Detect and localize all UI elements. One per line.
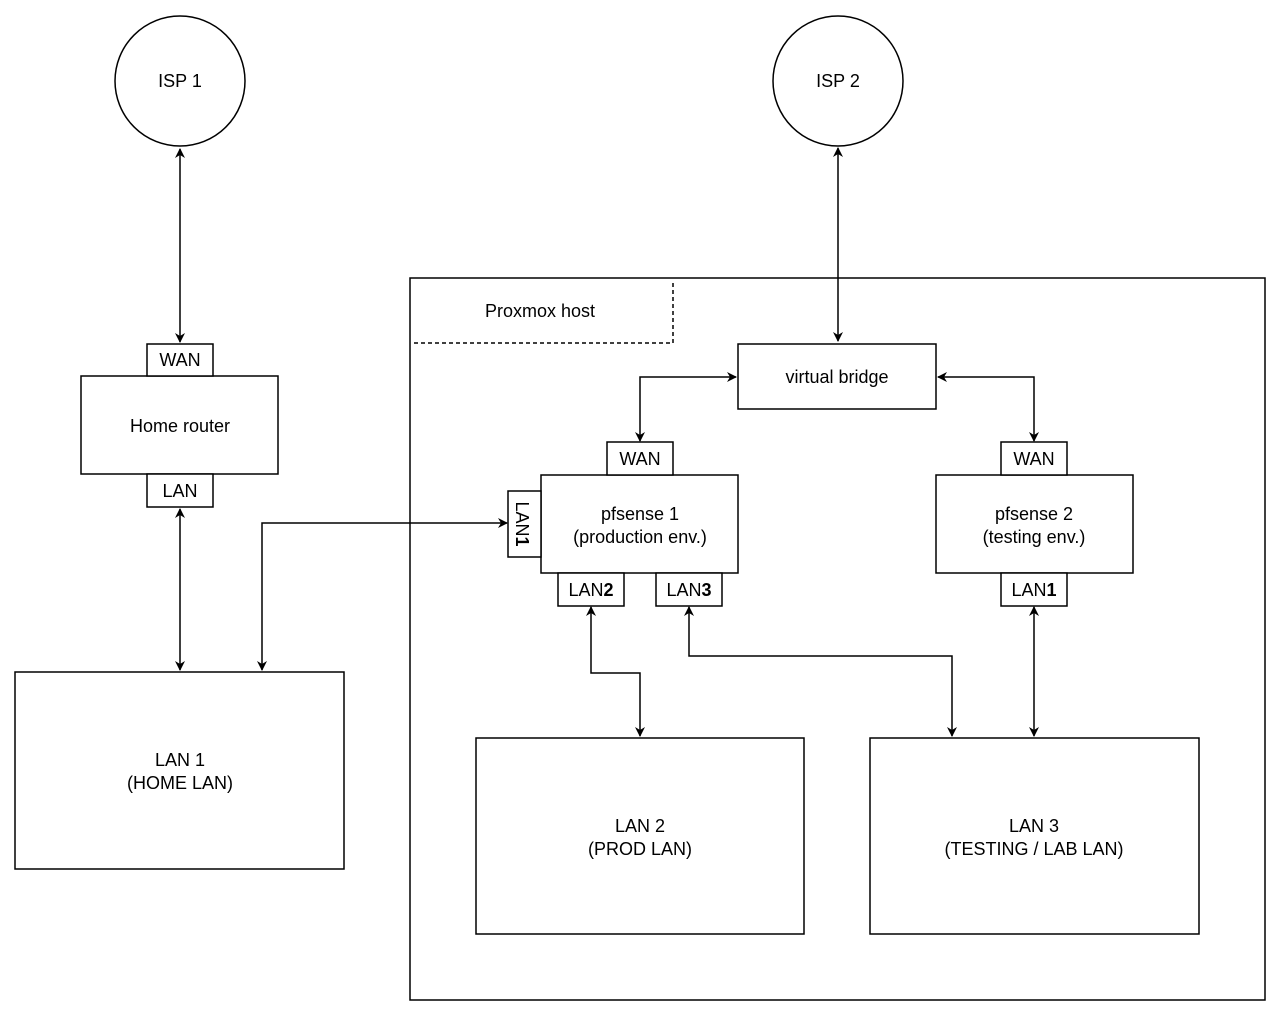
home-router-wan-port: WAN (159, 350, 200, 370)
isp2-label: ISP 2 (816, 71, 860, 91)
connectors (175, 147, 1039, 737)
proxmox-host-label: Proxmox host (485, 301, 595, 321)
lan2-label-line1: LAN 2 (615, 816, 665, 836)
pfsense1-label-line1: pfsense 1 (601, 504, 679, 524)
isp2-node: ISP 2 (772, 15, 904, 147)
home-router-node: Home router WAN LAN (80, 343, 279, 508)
bridge-pfsense1-link (635, 372, 737, 442)
virtual-bridge-node: virtual bridge (737, 343, 937, 410)
pfsense2-lan1-port: LAN1 (1011, 580, 1056, 600)
lan3-label-line2: (TESTING / LAB LAN) (944, 839, 1123, 859)
lan1-label-line1: LAN 1 (155, 750, 205, 770)
lan2-label-line2: (PROD LAN) (588, 839, 692, 859)
lan1-label-line2: (HOME LAN) (127, 773, 233, 793)
bridge-pfsense2-link (937, 372, 1039, 442)
lan3-node: LAN 3 (TESTING / LAB LAN) (869, 737, 1200, 935)
pfsense1-lan3-port: LAN3 (666, 580, 711, 600)
pfsense2-label-line2: (testing env.) (983, 527, 1086, 547)
pfsense1-wan-port: WAN (619, 449, 660, 469)
isp1-label: ISP 1 (158, 71, 202, 91)
pfsense1-lan1-port: LAN1 (512, 501, 532, 546)
pfsense1-lan2-port: LAN2 (568, 580, 613, 600)
lan3-label-line1: LAN 3 (1009, 816, 1059, 836)
isp1-node: ISP 1 (114, 15, 246, 147)
pfsense1-label-line2: (production env.) (573, 527, 707, 547)
home-router-label: Home router (130, 416, 230, 436)
home-router-lan-port: LAN (162, 481, 197, 501)
lan2-node: LAN 2 (PROD LAN) (475, 737, 805, 935)
virtual-bridge-label: virtual bridge (785, 367, 888, 387)
pfsense1-lan3-link (684, 606, 957, 737)
pfsense1-lan2-link (586, 606, 645, 737)
pfsense2-node: pfsense 2 (testing env.) WAN LAN1 (935, 441, 1134, 607)
lan1-pfsense1-link (257, 518, 508, 671)
pfsense2-label-line1: pfsense 2 (995, 504, 1073, 524)
lan1-node: LAN 1 (HOME LAN) (14, 671, 345, 870)
pfsense1-node: pfsense 1 (production env.) WAN LAN1 LAN… (507, 441, 739, 607)
pfsense2-wan-port: WAN (1013, 449, 1054, 469)
